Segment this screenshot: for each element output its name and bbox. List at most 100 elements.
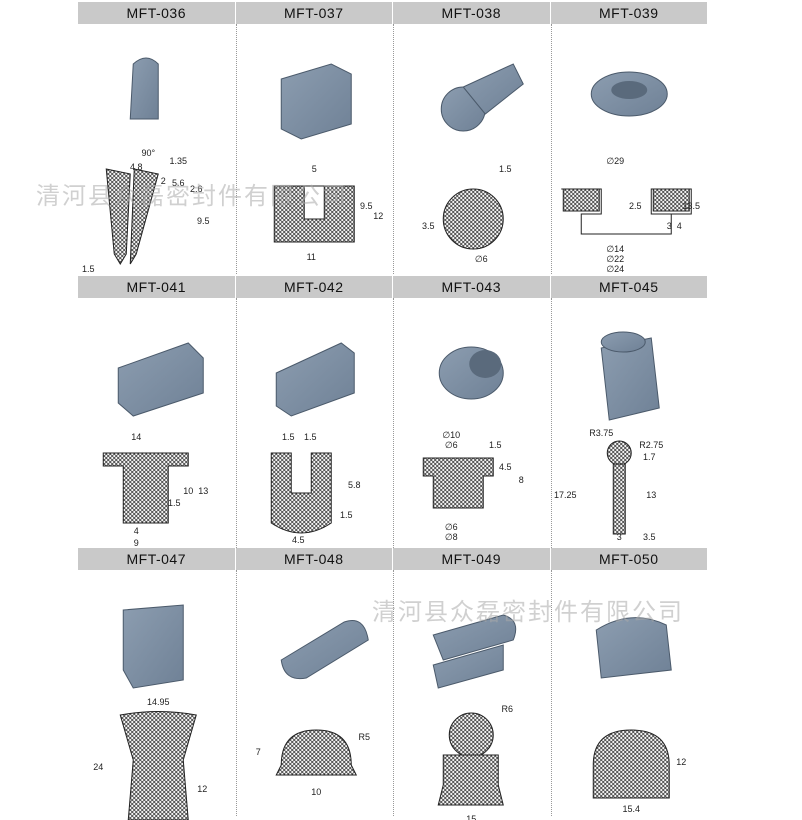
dimension-label: 4 (676, 221, 681, 231)
dimension-label: R5 (358, 732, 370, 742)
product-header: MFT-045 (550, 276, 707, 298)
product-panel-mft049: R6 15 (393, 570, 551, 820)
dimension-label: 13.5 (682, 201, 700, 211)
dimension-label: R6 (501, 704, 513, 714)
dimension-label: 2 (161, 176, 166, 186)
profile-drawing: 90° 4.8 1.352 5.6 9.5 2.6 1.5 (82, 57, 210, 274)
profile-drawing: R6 15 (432, 614, 517, 820)
watermark-text: 清河县众磊密封件有限公司 (36, 182, 348, 210)
dimension-label: 15 (466, 814, 476, 820)
dimension-label: ∅10 (442, 430, 460, 440)
dimension-label: 1.35 (169, 156, 187, 166)
profile-drawing: 5 9.512 11 (273, 63, 383, 262)
dimension-label: ∅24 (606, 264, 624, 274)
column-divider (393, 298, 394, 548)
product-panel-mft047: 14.95 24 12 (78, 570, 236, 820)
dimension-label: R3.75 (589, 428, 613, 438)
dimension-label: 10 (183, 486, 193, 496)
dimension-label: 11 (306, 252, 315, 262)
dimension-label: 12 (676, 757, 686, 767)
dimension-label: ∅6 (475, 254, 488, 264)
column-divider (235, 570, 237, 816)
dimension-label: 1.7 (642, 452, 655, 462)
profile-drawing: 14.95 24 12 (93, 604, 207, 820)
dimension-label: 9.5 (197, 216, 210, 226)
watermark-text-2: 清河县众磊密封件有限公司 (372, 598, 684, 626)
profile-drawing: 12 15.4 (592, 617, 686, 814)
dimension-label: 90° (141, 148, 155, 158)
dimension-label: ∅8 (445, 532, 458, 542)
dimension-label: 17.25 (553, 490, 576, 500)
dimension-label: ∅22 (606, 254, 624, 264)
dimension-label: 4.5 (499, 462, 512, 472)
dimension-label: 1.5 (303, 432, 316, 442)
dimension-label: 14 (131, 432, 141, 442)
column-divider (393, 24, 394, 274)
dimension-label: 12 (373, 211, 383, 221)
product-header: MFT-039 (550, 2, 707, 24)
dimension-label: 1.5 (82, 264, 95, 274)
product-header: MFT-050 (550, 548, 707, 570)
dimension-label: 4.8 (130, 162, 143, 172)
dimension-label: 15.4 (622, 804, 640, 814)
column-divider (550, 570, 552, 816)
dimension-label: ∅6 (445, 440, 458, 450)
product-header: MFT-037 (235, 2, 392, 24)
column-divider (550, 298, 552, 548)
dimension-label: ∅29 (606, 156, 624, 166)
product-header: MFT-036 (78, 2, 235, 24)
dimension-label: 5 (311, 164, 316, 174)
dimension-label: 12 (197, 784, 207, 794)
product-panel-mft041: 14 10 13 1.5 4 9 (78, 298, 236, 548)
dimension-label: 24 (93, 762, 103, 772)
dimension-label: 3.5 (642, 532, 655, 542)
dimension-label: ∅14 (606, 244, 624, 254)
dimension-label: 1.5 (168, 498, 181, 508)
product-header: MFT-048 (235, 548, 392, 570)
dimension-label: 14.95 (147, 697, 170, 707)
dimension-label: 9.5 (359, 201, 372, 211)
profile-drawing: 1.5 3.5 ∅6 (422, 63, 524, 264)
column-divider (235, 298, 237, 548)
dimension-label: 13 (198, 486, 208, 496)
product-header: MFT-049 (393, 548, 550, 570)
column-divider (550, 24, 552, 274)
dimension-label: 2.5 (628, 201, 641, 211)
dimension-label: 2.6 (190, 184, 203, 194)
profile-drawing: 14 10 13 1.5 4 9 (102, 342, 208, 548)
product-header: MFT-047 (78, 548, 235, 570)
column-divider (393, 570, 394, 816)
dimension-label: 1.5 (489, 440, 502, 450)
dimension-label: R2.75 (639, 440, 663, 450)
product-header: MFT-042 (235, 276, 392, 298)
dimension-label: 8 (519, 475, 524, 485)
dimension-label: ∅6 (445, 522, 458, 532)
dimension-label: 5.6 (172, 178, 185, 188)
dimension-label: 10 (311, 787, 321, 797)
dimension-label: 5.8 (347, 480, 360, 490)
dimension-label: 3.5 (422, 221, 435, 231)
product-header: MFT-041 (78, 276, 235, 298)
dimension-label: 1.5 (499, 164, 512, 174)
product-header: MFT-038 (393, 2, 550, 24)
product-panel-mft050: 12 15.4 (551, 570, 709, 820)
dimension-label: 4.5 (291, 535, 304, 545)
product-panel-mft038: 1.5 3.5 ∅6 (393, 24, 551, 274)
dimension-label: 3 (616, 532, 621, 542)
dimension-label: 13 (646, 490, 656, 500)
dimension-label: 9 (134, 538, 139, 548)
dimension-label: 4 (134, 526, 139, 536)
